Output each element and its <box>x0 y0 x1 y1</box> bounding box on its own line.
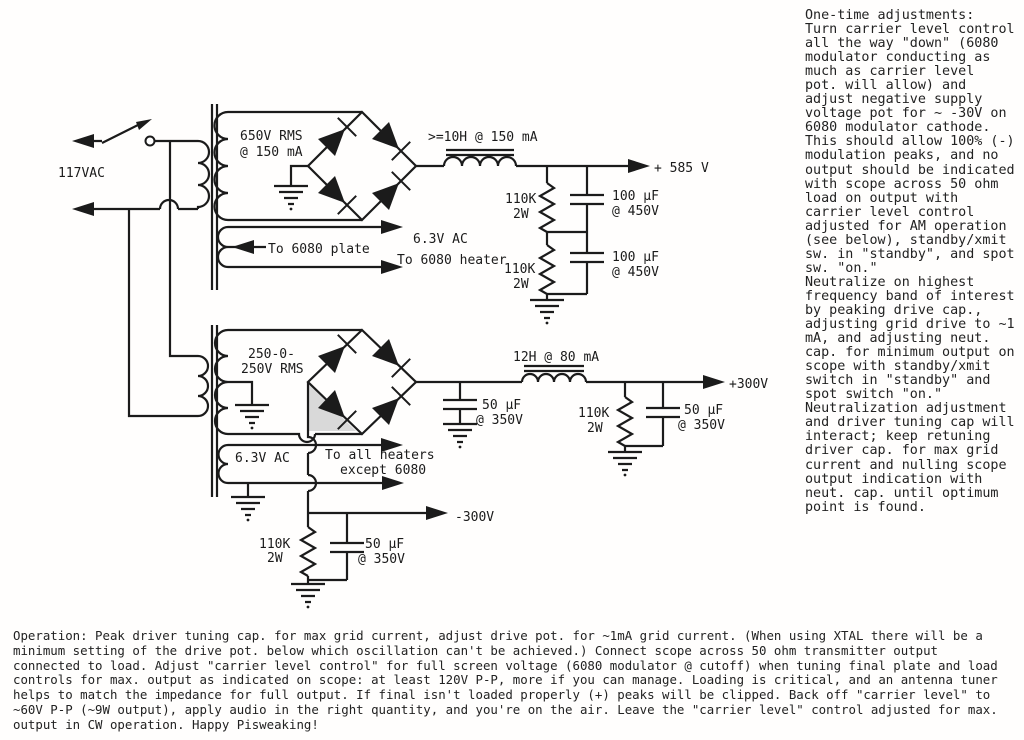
ground-icon <box>606 450 644 478</box>
arrow-right-icon <box>703 375 725 389</box>
choke-1 <box>416 155 628 168</box>
diode-icon <box>372 171 411 210</box>
negative-rail-wire <box>306 382 318 513</box>
t1-plate-tap-label: To 6080 plate <box>268 242 370 257</box>
t1-rating-label: 650V RMS <box>240 129 303 144</box>
operation-notes: Operation: Peak driver tuning cap. for m… <box>13 628 998 732</box>
t2-heater-label: 6.3V AC <box>235 451 290 466</box>
hv-output-label: + 585 V <box>654 161 709 176</box>
capacitor-label: 50 µF <box>684 403 723 418</box>
plus300-output-label: +300V <box>729 377 768 392</box>
arrow-right-icon <box>628 159 650 173</box>
arrow-left-icon <box>72 134 94 148</box>
t1-primary-coil <box>196 139 211 209</box>
minus300-output-label: -300V <box>455 510 494 525</box>
ground-icon <box>528 298 566 326</box>
diode-icon <box>318 176 357 215</box>
t1-heater-label: 6.3V AC <box>413 232 468 247</box>
resistor-label: 110K <box>578 406 609 421</box>
arrow-right-icon <box>382 476 404 490</box>
ground-icon <box>441 422 479 450</box>
diode-icon <box>372 386 411 425</box>
capacitor-label: @ 350V <box>358 552 405 567</box>
adjustment-notes: One-time adjustments: Turn carrier level… <box>805 8 1015 515</box>
capacitor-50uf-input <box>443 382 477 424</box>
capacitor-label: 100 µF <box>612 189 659 204</box>
arrow-right-icon <box>381 438 403 452</box>
diode-icon <box>372 339 411 378</box>
resistor-110k <box>537 182 557 233</box>
ac-input-switch <box>72 119 198 418</box>
diode-icon <box>372 122 411 161</box>
resistor-label: 110K <box>504 262 535 277</box>
resistor-label: 2W <box>513 207 529 222</box>
t2-center-tap <box>228 380 254 405</box>
t1-heater-winding-coil <box>216 225 229 269</box>
choke2-label: 12H @ 80 mA <box>513 350 599 365</box>
ground-icon <box>229 495 267 523</box>
choke-2 <box>416 372 703 384</box>
choke1-label: >=10H @ 150 mA <box>428 130 538 145</box>
arrow-right-icon <box>426 506 448 520</box>
diode-icon <box>318 390 357 430</box>
choke-2-core <box>524 364 584 373</box>
resistor-label: 2W <box>267 551 283 566</box>
t1-rating-label: @ 150 mA <box>240 145 303 160</box>
heater-out-label: To all heaters <box>325 448 435 463</box>
resistor-110k <box>537 244 557 295</box>
resistor-label: 2W <box>587 421 603 436</box>
t2-rating-label: 250V RMS <box>241 362 304 377</box>
switch-arrow-icon <box>136 119 152 130</box>
t1-heater-tap-label: To 6080 heater <box>397 253 507 268</box>
t2-primary-coil <box>197 354 210 418</box>
capacitor-label: @ 450V <box>612 265 659 280</box>
capacitor-label: 50 µF <box>482 398 521 413</box>
capacitor-100uf-pair <box>570 166 604 294</box>
resistor-label: 110K <box>259 537 290 552</box>
capacitor-label: @ 350V <box>476 413 523 428</box>
arrow-right-icon <box>381 260 403 274</box>
transformer-t1 <box>196 104 403 290</box>
capacitor-label: 50 µF <box>365 537 404 552</box>
capacitor-50uf-neg <box>330 513 364 580</box>
resistor-label: 2W <box>513 277 529 292</box>
bridge-rectifier-2 <box>306 328 418 436</box>
capacitor-label: 100 µF <box>612 250 659 265</box>
t2-heater-winding-coil <box>217 443 229 485</box>
arrow-left-icon <box>232 240 254 254</box>
t1-hv-secondary-coil <box>213 110 229 222</box>
diode-icon <box>318 117 357 156</box>
switch-contact <box>144 135 156 147</box>
power-supply-schematic: 117VAC 650V RMS @ 150 mA >=10H @ 150 mA … <box>58 104 768 610</box>
ground-icon <box>233 403 271 431</box>
t2-core <box>210 325 219 497</box>
capacitor-50uf-output <box>646 382 680 446</box>
resistor-110k <box>615 396 635 447</box>
resistor-label: 110K <box>505 192 536 207</box>
minus300-section <box>298 382 448 584</box>
bridge-rectifier-1 <box>289 110 418 222</box>
capacitor-label: @ 450V <box>612 204 659 219</box>
t2-rating-label: 250-0- <box>248 347 295 362</box>
arrow-right-icon <box>381 220 403 234</box>
plus300-filter-section <box>416 364 725 452</box>
transformer-t2 <box>197 325 404 497</box>
ac-input-label: 117VAC <box>58 166 105 181</box>
ground-icon <box>272 184 310 212</box>
hv-filter-section <box>416 148 650 300</box>
capacitor-label: @ 350V <box>678 418 725 433</box>
ground-icon <box>289 582 327 610</box>
arrow-left-icon <box>72 202 94 216</box>
choke-1-core <box>446 148 514 157</box>
diode-icon <box>318 334 357 373</box>
heater-out-label: except 6080 <box>340 463 426 478</box>
resistor-110k <box>298 526 318 577</box>
